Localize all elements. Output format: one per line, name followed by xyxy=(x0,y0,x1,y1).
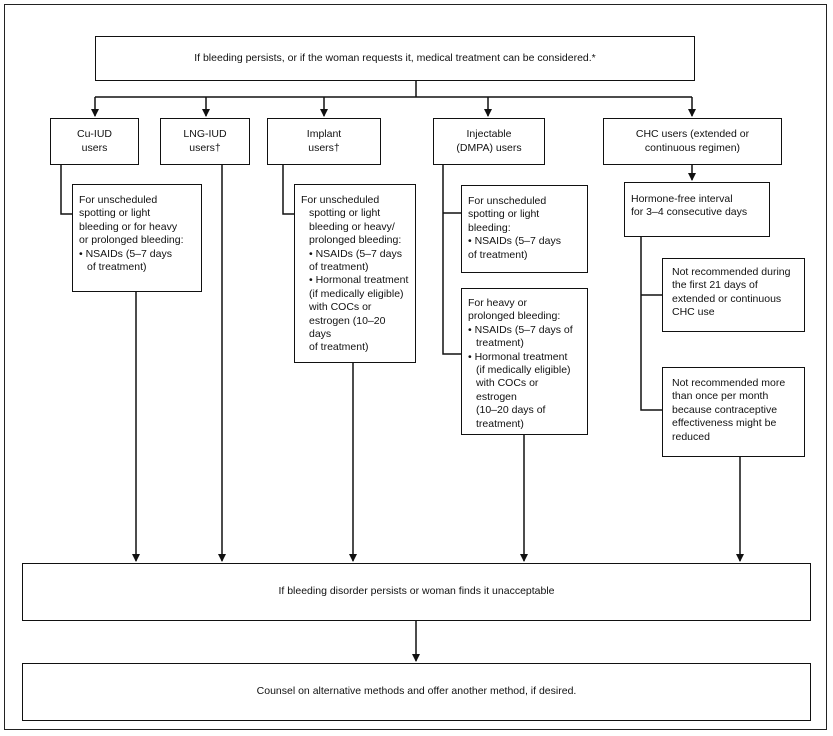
persist-box: If bleeding disorder persists or woman f… xyxy=(22,563,811,621)
treatment-line: for 3–4 consecutive days xyxy=(631,206,748,219)
method-injectable-line: Injectable xyxy=(466,128,512,141)
note-line: reduced xyxy=(672,430,710,443)
note-line: than once per month xyxy=(672,390,769,403)
treatment-line: (10–20 days of xyxy=(476,404,546,417)
method-injectable-line: (DMPA) users xyxy=(456,141,522,154)
treatment-line: (if medically eligible) xyxy=(309,287,404,300)
top-box: If bleeding persists, or if the woman re… xyxy=(95,36,695,81)
diagram-frame xyxy=(4,4,827,730)
treatment-injectable-light: For unscheduled spotting or light bleedi… xyxy=(461,185,588,273)
method-lng-iud-line: users† xyxy=(189,141,221,154)
counsel-box: Counsel on alternative methods and offer… xyxy=(22,663,811,721)
note-line: because contraceptive xyxy=(672,403,778,416)
persist-box-text: If bleeding disorder persists or woman f… xyxy=(278,585,555,598)
implant-bracket xyxy=(282,165,294,215)
method-cu-iud: Cu-IUD users xyxy=(50,118,139,165)
treatment-line: For unscheduled xyxy=(301,194,380,206)
treatment-line: • NSAIDs (5–7 days xyxy=(79,247,172,260)
method-lng-iud-line: LNG-IUD xyxy=(183,128,227,141)
treatment-line: prolonged bleeding: xyxy=(309,234,402,247)
treatment-line: For unscheduled xyxy=(468,195,547,207)
treatment-line: • NSAIDs (5–7 days xyxy=(309,247,402,260)
note-line: Not recommended more xyxy=(672,377,786,389)
treatment-line: of treatment) xyxy=(309,261,369,274)
treatment-line: with COCs or xyxy=(309,301,372,314)
cu-iud-bracket xyxy=(60,165,72,215)
injectable-bracket xyxy=(442,165,461,355)
treatment-line: estrogen (10–20 days xyxy=(309,314,386,341)
treatment-line: bleeding or for heavy xyxy=(79,220,178,233)
chc-note-bracket xyxy=(640,237,662,411)
treatment-line: with COCs or estrogen xyxy=(476,377,539,403)
treatment-line: or prolonged bleeding: xyxy=(79,234,184,247)
treatment-line: of treatment) xyxy=(468,248,528,261)
method-chc-line: CHC users (extended or xyxy=(635,128,750,141)
treatment-line: prolonged bleeding: xyxy=(468,310,561,323)
method-implant: Implant users† xyxy=(267,118,381,165)
treatment-line: • Hormonal treatment xyxy=(309,274,409,287)
note-line: extended or continuous xyxy=(672,292,782,305)
counsel-box-text: Counsel on alternative methods and offer… xyxy=(256,685,577,698)
treatment-line: bleeding or heavy/ xyxy=(309,220,395,233)
treatment-line: For unscheduled xyxy=(79,194,158,206)
note-line: the first 21 days of xyxy=(672,279,758,292)
treatment-line: treatment) xyxy=(476,337,524,350)
treatment-line: spotting or light xyxy=(309,207,381,220)
method-cu-iud-line: Cu-IUD xyxy=(76,128,112,141)
method-chc-line: continuous regimen) xyxy=(644,141,741,154)
method-implant-line: Implant xyxy=(306,128,342,141)
note-line: Not recommended during xyxy=(672,266,791,278)
treatment-line: (if medically eligible) xyxy=(476,364,571,377)
treatment-line: Hormone-free interval xyxy=(631,193,733,205)
treatment-injectable-heavy: For heavy or prolonged bleeding: • NSAID… xyxy=(461,288,588,435)
method-injectable: Injectable (DMPA) users xyxy=(433,118,545,165)
treatment-line: • NSAIDs (5–7 days xyxy=(468,235,561,248)
treatment-cu-iud: For unscheduled spotting or light bleedi… xyxy=(72,184,202,292)
method-chc: CHC users (extended or continuous regime… xyxy=(603,118,782,165)
treatment-line: spotting or light xyxy=(79,207,151,220)
treatment-line: • NSAIDs (5–7 days of xyxy=(468,323,573,336)
method-implant-line: users† xyxy=(308,141,340,154)
treatment-line: of treatment) xyxy=(87,261,147,274)
method-cu-iud-line: users xyxy=(81,141,108,154)
chc-note-once-per-month: Not recommended more than once per month… xyxy=(662,367,805,457)
treatment-line: treatment) xyxy=(476,417,524,430)
treatment-line: For heavy or xyxy=(468,297,527,309)
treatment-line: of treatment) xyxy=(309,341,369,354)
treatment-implant: For unscheduled spotting or light bleedi… xyxy=(294,184,416,363)
treatment-line: spotting or light xyxy=(468,208,540,221)
treatment-chc-interval: Hormone-free interval for 3–4 consecutiv… xyxy=(624,182,770,237)
method-lng-iud: LNG-IUD users† xyxy=(160,118,250,165)
treatment-line: bleeding: xyxy=(468,221,511,234)
note-line: effectiveness might be xyxy=(672,417,777,430)
note-line: CHC use xyxy=(672,306,715,319)
treatment-line: • Hormonal treatment xyxy=(468,350,568,363)
top-box-text: If bleeding persists, or if the woman re… xyxy=(194,51,596,64)
chc-note-first-21-days: Not recommended during the first 21 days… xyxy=(662,258,805,332)
